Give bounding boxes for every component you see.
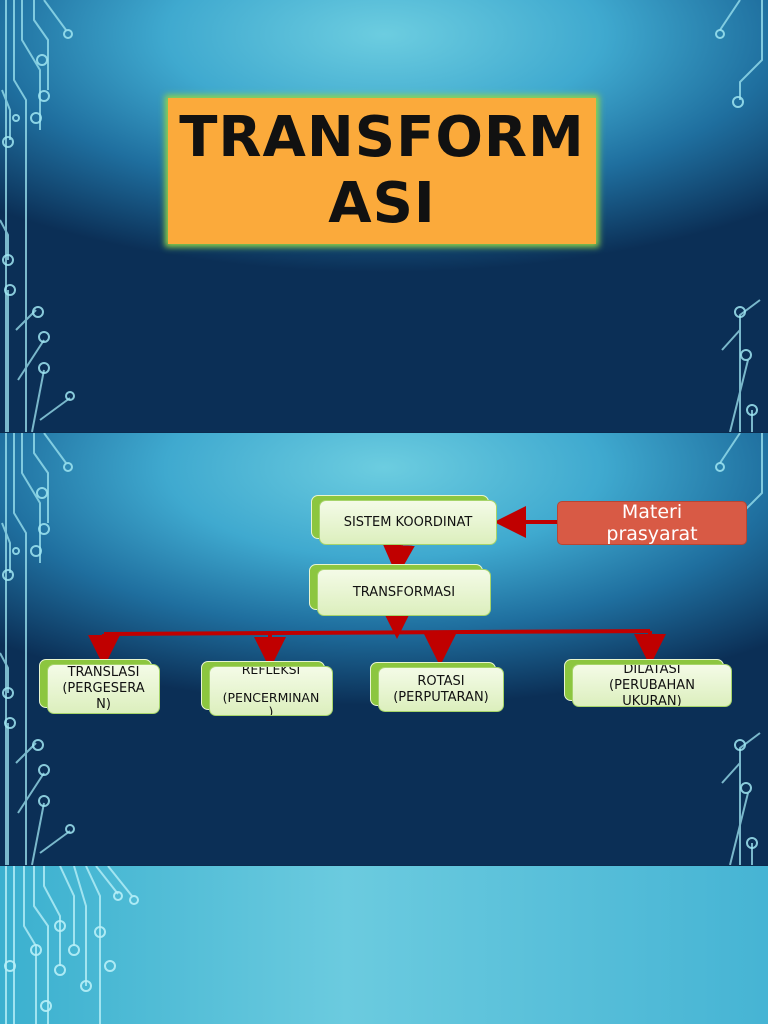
title-line-1: TRANSFORM	[179, 105, 585, 170]
prerequisite-line-2: prasyarat	[606, 523, 698, 545]
prerequisite-box: Materi prasyarat	[557, 501, 747, 545]
title-slide: TRANSFORM ASI	[0, 0, 768, 432]
circuit-decoration-icon	[0, 433, 763, 865]
node-translasi: TRANSLASI (PERGESERA N)	[39, 659, 160, 714]
node-transformasi: TRANSFORMASI	[309, 564, 491, 616]
circuit-decoration-icon	[4, 866, 139, 1024]
node-sistem-koordinat: SISTEM KOORDINAT	[311, 495, 497, 545]
slide-title: TRANSFORM ASI	[179, 105, 585, 237]
diagram-slide: SISTEM KOORDINAT Materi prasyarat TRANSF…	[0, 433, 768, 865]
next-slide-partial	[0, 866, 768, 1024]
circuit-decoration-icon	[0, 0, 763, 432]
prerequisite-line-1: Materi	[621, 501, 683, 523]
node-dilatasi: DILATASI (PERUBAHAN UKURAN)	[564, 659, 732, 707]
node-label: ROTASI (PERPUTARAN)	[378, 667, 504, 712]
node-label: REFLEKSI (PENCERMINAN )	[209, 666, 333, 716]
node-refleksi: REFLEKSI (PENCERMINAN )	[201, 661, 333, 716]
node-label: TRANSFORMASI	[317, 569, 491, 616]
node-label: TRANSLASI (PERGESERA N)	[47, 664, 160, 714]
title-box: TRANSFORM ASI	[168, 98, 596, 244]
node-label: SISTEM KOORDINAT	[319, 500, 497, 545]
node-label: DILATASI (PERUBAHAN UKURAN)	[572, 664, 732, 707]
node-rotasi: ROTASI (PERPUTARAN)	[370, 662, 504, 712]
arrow-root-to-middle	[382, 541, 415, 577]
branch-bar	[103, 629, 651, 636]
title-line-2: ASI	[328, 171, 436, 236]
